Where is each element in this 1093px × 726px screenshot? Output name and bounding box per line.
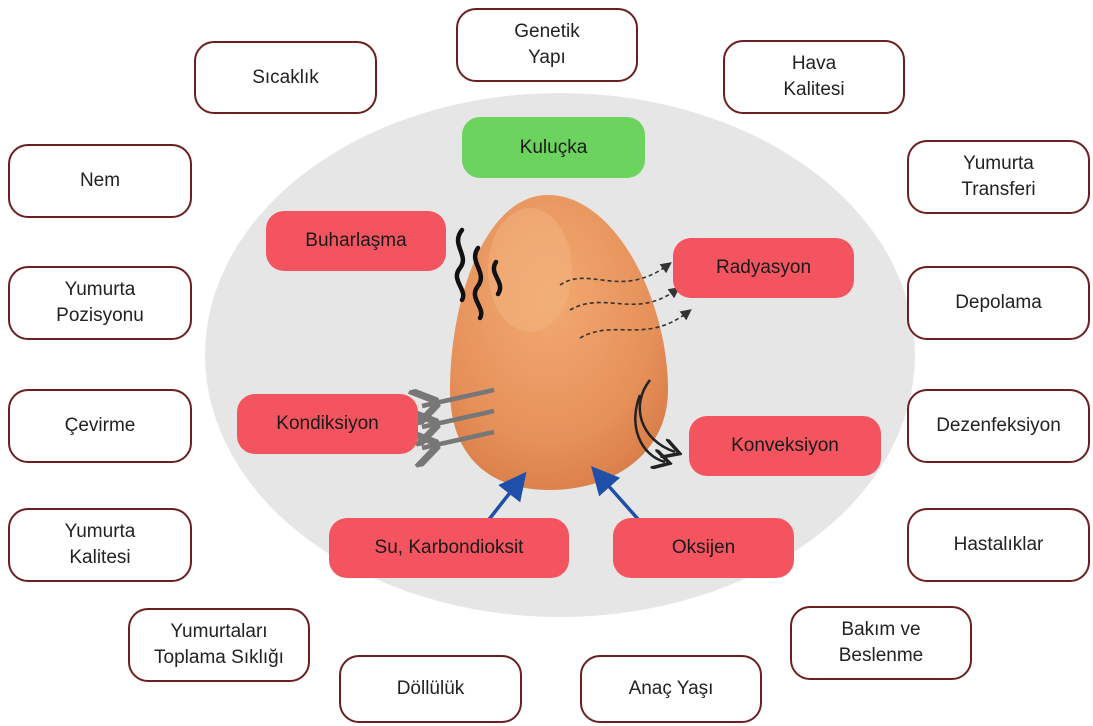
factor-turning: Çevirme <box>8 389 192 463</box>
factor-egg-transfer: Yumurta Transferi <box>907 140 1090 214</box>
factor-storage: Depolama <box>907 266 1090 340</box>
factor-care-feeding: Bakım ve Beslenme <box>790 606 972 680</box>
factor-humidity: Nem <box>8 144 192 218</box>
process-water-co2: Su, Karbondioksit <box>329 518 569 578</box>
process-evaporation: Buharlaşma <box>266 211 446 271</box>
factor-egg-quality: Yumurta Kalitesi <box>8 508 192 582</box>
process-convection: Konveksiyon <box>689 416 881 476</box>
process-radiation: Radyasyon <box>673 238 854 298</box>
factor-breeder-age: Anaç Yaşı <box>580 655 762 723</box>
factor-disinfection: Dezenfeksiyon <box>907 389 1090 463</box>
factor-temperature: Sıcaklık <box>194 41 377 114</box>
factor-air-quality: Hava Kalitesi <box>723 40 905 114</box>
factor-genetic: Genetik Yapı <box>456 8 638 82</box>
factor-diseases: Hastalıklar <box>907 508 1090 582</box>
egg-highlight <box>488 208 572 332</box>
factor-fertility: Döllülük <box>339 655 522 723</box>
factor-collection-frequency: Yumurtaları Toplama Sıklığı <box>128 608 310 682</box>
factor-egg-position: Yumurta Pozisyonu <box>8 266 192 340</box>
center-label-kulucka: Kuluçka <box>462 117 645 178</box>
process-conduction: Kondiksiyon <box>237 394 418 454</box>
process-oxygen: Oksijen <box>613 518 794 578</box>
